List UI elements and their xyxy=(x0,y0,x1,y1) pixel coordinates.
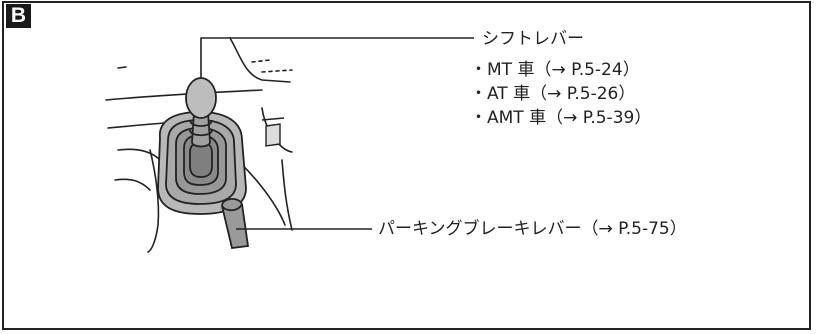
shift-lever-leader-line xyxy=(200,37,474,78)
parking-brake-lever xyxy=(221,198,250,249)
shift-knob xyxy=(185,77,217,119)
shift-lever-label: シフトレバー xyxy=(482,29,584,49)
figure-frame xyxy=(2,1,811,330)
leader-lines xyxy=(200,37,474,230)
figure-badge: B xyxy=(6,4,31,28)
dashboard-lines xyxy=(105,37,293,253)
amt-page-ref: ・AMT 車（→ P.5-39） xyxy=(470,108,652,128)
shift-lever xyxy=(185,77,217,148)
mt-page-ref: ・MT 車（→ P.5-24） xyxy=(470,60,640,80)
shift-boot xyxy=(157,111,247,215)
pedal-icon xyxy=(261,117,285,147)
parking-brake-label: パーキングブレーキレバー（→ P.5-75） xyxy=(378,219,687,239)
at-page-ref: ・AT 車（→ P.5-26） xyxy=(470,84,636,104)
